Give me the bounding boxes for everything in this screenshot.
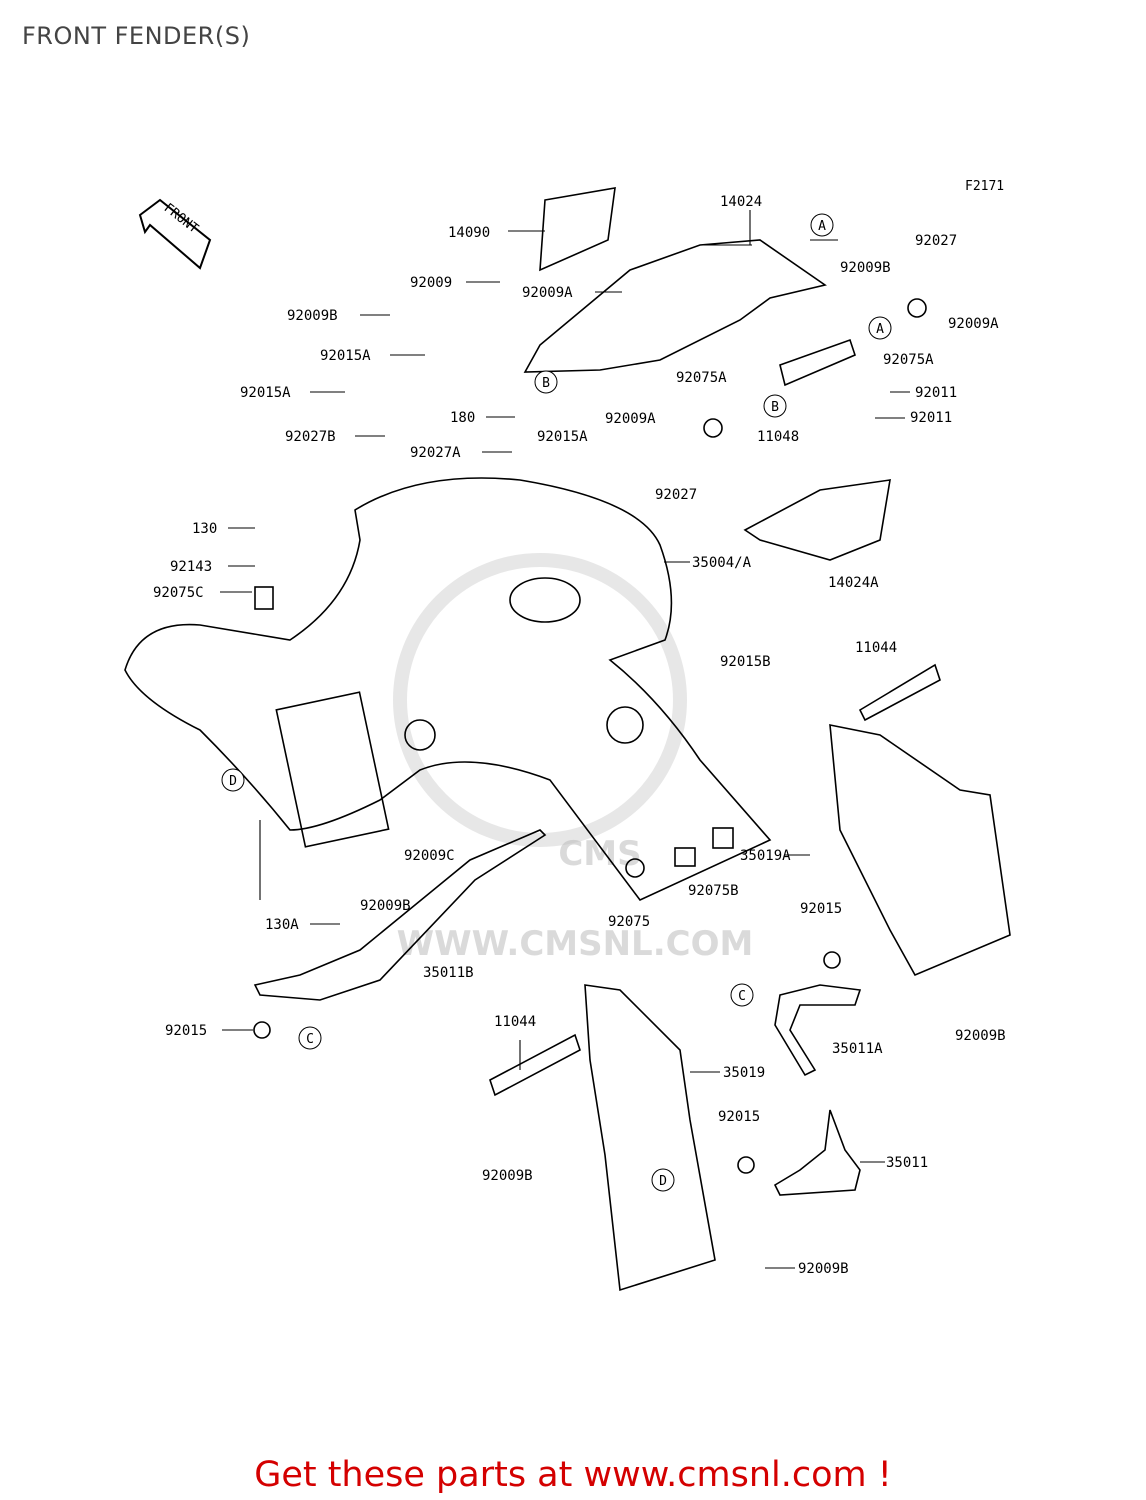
ref-marker-C1: C [730,983,754,1007]
part-label-92027: 92027 [655,487,697,503]
part-label-92015: 92015 [165,1023,207,1039]
watermark: CMS WWW.CMSNL.COM [393,553,754,964]
part-label-92009A: 92009A [948,316,999,332]
part-label-180: 180 [450,410,475,426]
part-label-92009C: 92009C [404,848,455,864]
stay-35011A [774,984,862,1077]
ref-marker-B2: B [763,394,787,418]
svg-text:B: B [542,376,550,391]
nut-92015-left [253,1021,271,1039]
part-label-92015B: 92015B [720,654,771,670]
part-label-92009A: 92009A [605,411,656,427]
grommet-92075C [254,586,274,610]
front-direction-arrow: FRONT [138,198,212,270]
svg-text:D: D [229,774,237,789]
ref-marker-A1: A [810,213,834,237]
ref-marker-D2: D [651,1168,675,1192]
part-label-11044: 11044 [855,640,897,656]
part-labels: 14090 14024 92027 92009 92009A 92009B 92… [153,194,1006,1277]
part-label-92027: 92027 [915,233,957,249]
parts-diagram: CMS WWW.CMSNL.COM F2171 FRONT [124,179,1011,1292]
mudflap-35019 [584,984,716,1292]
nut-92015-right [823,951,841,969]
stay-35011 [773,1109,861,1196]
part-label-92009B: 92009B [482,1168,533,1184]
svg-text:C: C [738,989,746,1004]
stay-35011B [253,829,547,1001]
ref-marker-A2: A [868,316,892,340]
svg-text:B: B [771,400,779,415]
headlight-cover-14024 [523,239,827,373]
part-label-92075A: 92075A [883,352,934,368]
ref-marker-D1: D [221,768,245,792]
front-fender-35004 [124,477,772,901]
part-drawings [124,187,1011,1292]
collar-92075A-right [907,298,927,318]
svg-text:A: A [876,322,884,337]
part-label-35011A: 35011A [832,1041,883,1057]
watermark-url: WWW.CMSNL.COM [397,924,754,964]
fender-light-hole [509,577,581,623]
fender-reflector [275,691,390,848]
watermark-logo-text: CMS [558,834,641,874]
part-label-35019: 35019 [723,1065,765,1081]
fender-hole-left [404,719,436,751]
part-label-92075: 92075 [608,914,650,930]
part-label-92015: 92015 [718,1109,760,1125]
part-label-92009B: 92009B [360,898,411,914]
part-label-130: 130 [192,521,217,537]
part-label-35004-A: 35004/A [692,555,752,571]
ref-marker-B1: B [534,370,558,394]
part-label-92015A: 92015A [537,429,588,445]
part-label-92015A: 92015A [240,385,291,401]
part-label-11044: 11044 [494,1014,536,1030]
mudflap-35019A [829,724,1011,977]
footer-promo-link[interactable]: Get these parts at www.cmsnl.com ! [254,1455,892,1495]
part-label-35011B: 35011B [423,965,474,981]
fender-hole-right [606,706,644,744]
hand-cover-14090 [539,187,616,272]
part-label-92009B: 92009B [287,308,338,324]
part-label-92009: 92009 [410,275,452,291]
svg-text:D: D [659,1174,667,1189]
part-label-130A: 130A [265,917,299,933]
part-label-14024: 14024 [720,194,762,210]
part-label-92009B: 92009B [840,260,891,276]
svg-text:A: A [818,219,826,234]
part-label-92143: 92143 [170,559,212,575]
part-label-92015A: 92015A [320,348,371,364]
figure-code: F2171 [965,179,1004,194]
plate-11044-right [858,663,941,722]
page-title: FRONT FENDER(S) [22,22,251,50]
grommet-92075B-2 [712,827,734,849]
part-label-92009B: 92009B [798,1261,849,1277]
ref-marker-C2: C [298,1026,322,1050]
nut-92015-bottom [737,1156,755,1174]
part-label-92011: 92011 [915,385,957,401]
part-label-92075A: 92075A [676,370,727,386]
part-label-14024A: 14024A [828,575,879,591]
part-label-35011: 35011 [886,1155,928,1171]
part-label-92027B: 92027B [285,429,336,445]
collar-92075A-mid [703,418,723,438]
plate-11044-left [489,1033,581,1097]
grommet-92075 [625,858,645,878]
bracket-14024A [743,479,891,561]
part-label-14090: 14090 [448,225,490,241]
leader-lines [220,210,910,1269]
part-label-92009B: 92009B [955,1028,1006,1044]
svg-text:C: C [306,1032,314,1047]
reference-markers: A A B B C C D D [221,213,892,1192]
part-label-92075B: 92075B [688,883,739,899]
part-label-92011: 92011 [910,410,952,426]
part-label-35019A: 35019A [740,848,791,864]
part-label-92009A: 92009A [522,285,573,301]
part-label-92075C: 92075C [153,585,204,601]
part-label-11048: 11048 [757,429,799,445]
part-label-92027A: 92027A [410,445,461,461]
grommet-92075B-1 [674,847,696,867]
part-label-92015: 92015 [800,901,842,917]
bracket-11048 [779,338,856,387]
